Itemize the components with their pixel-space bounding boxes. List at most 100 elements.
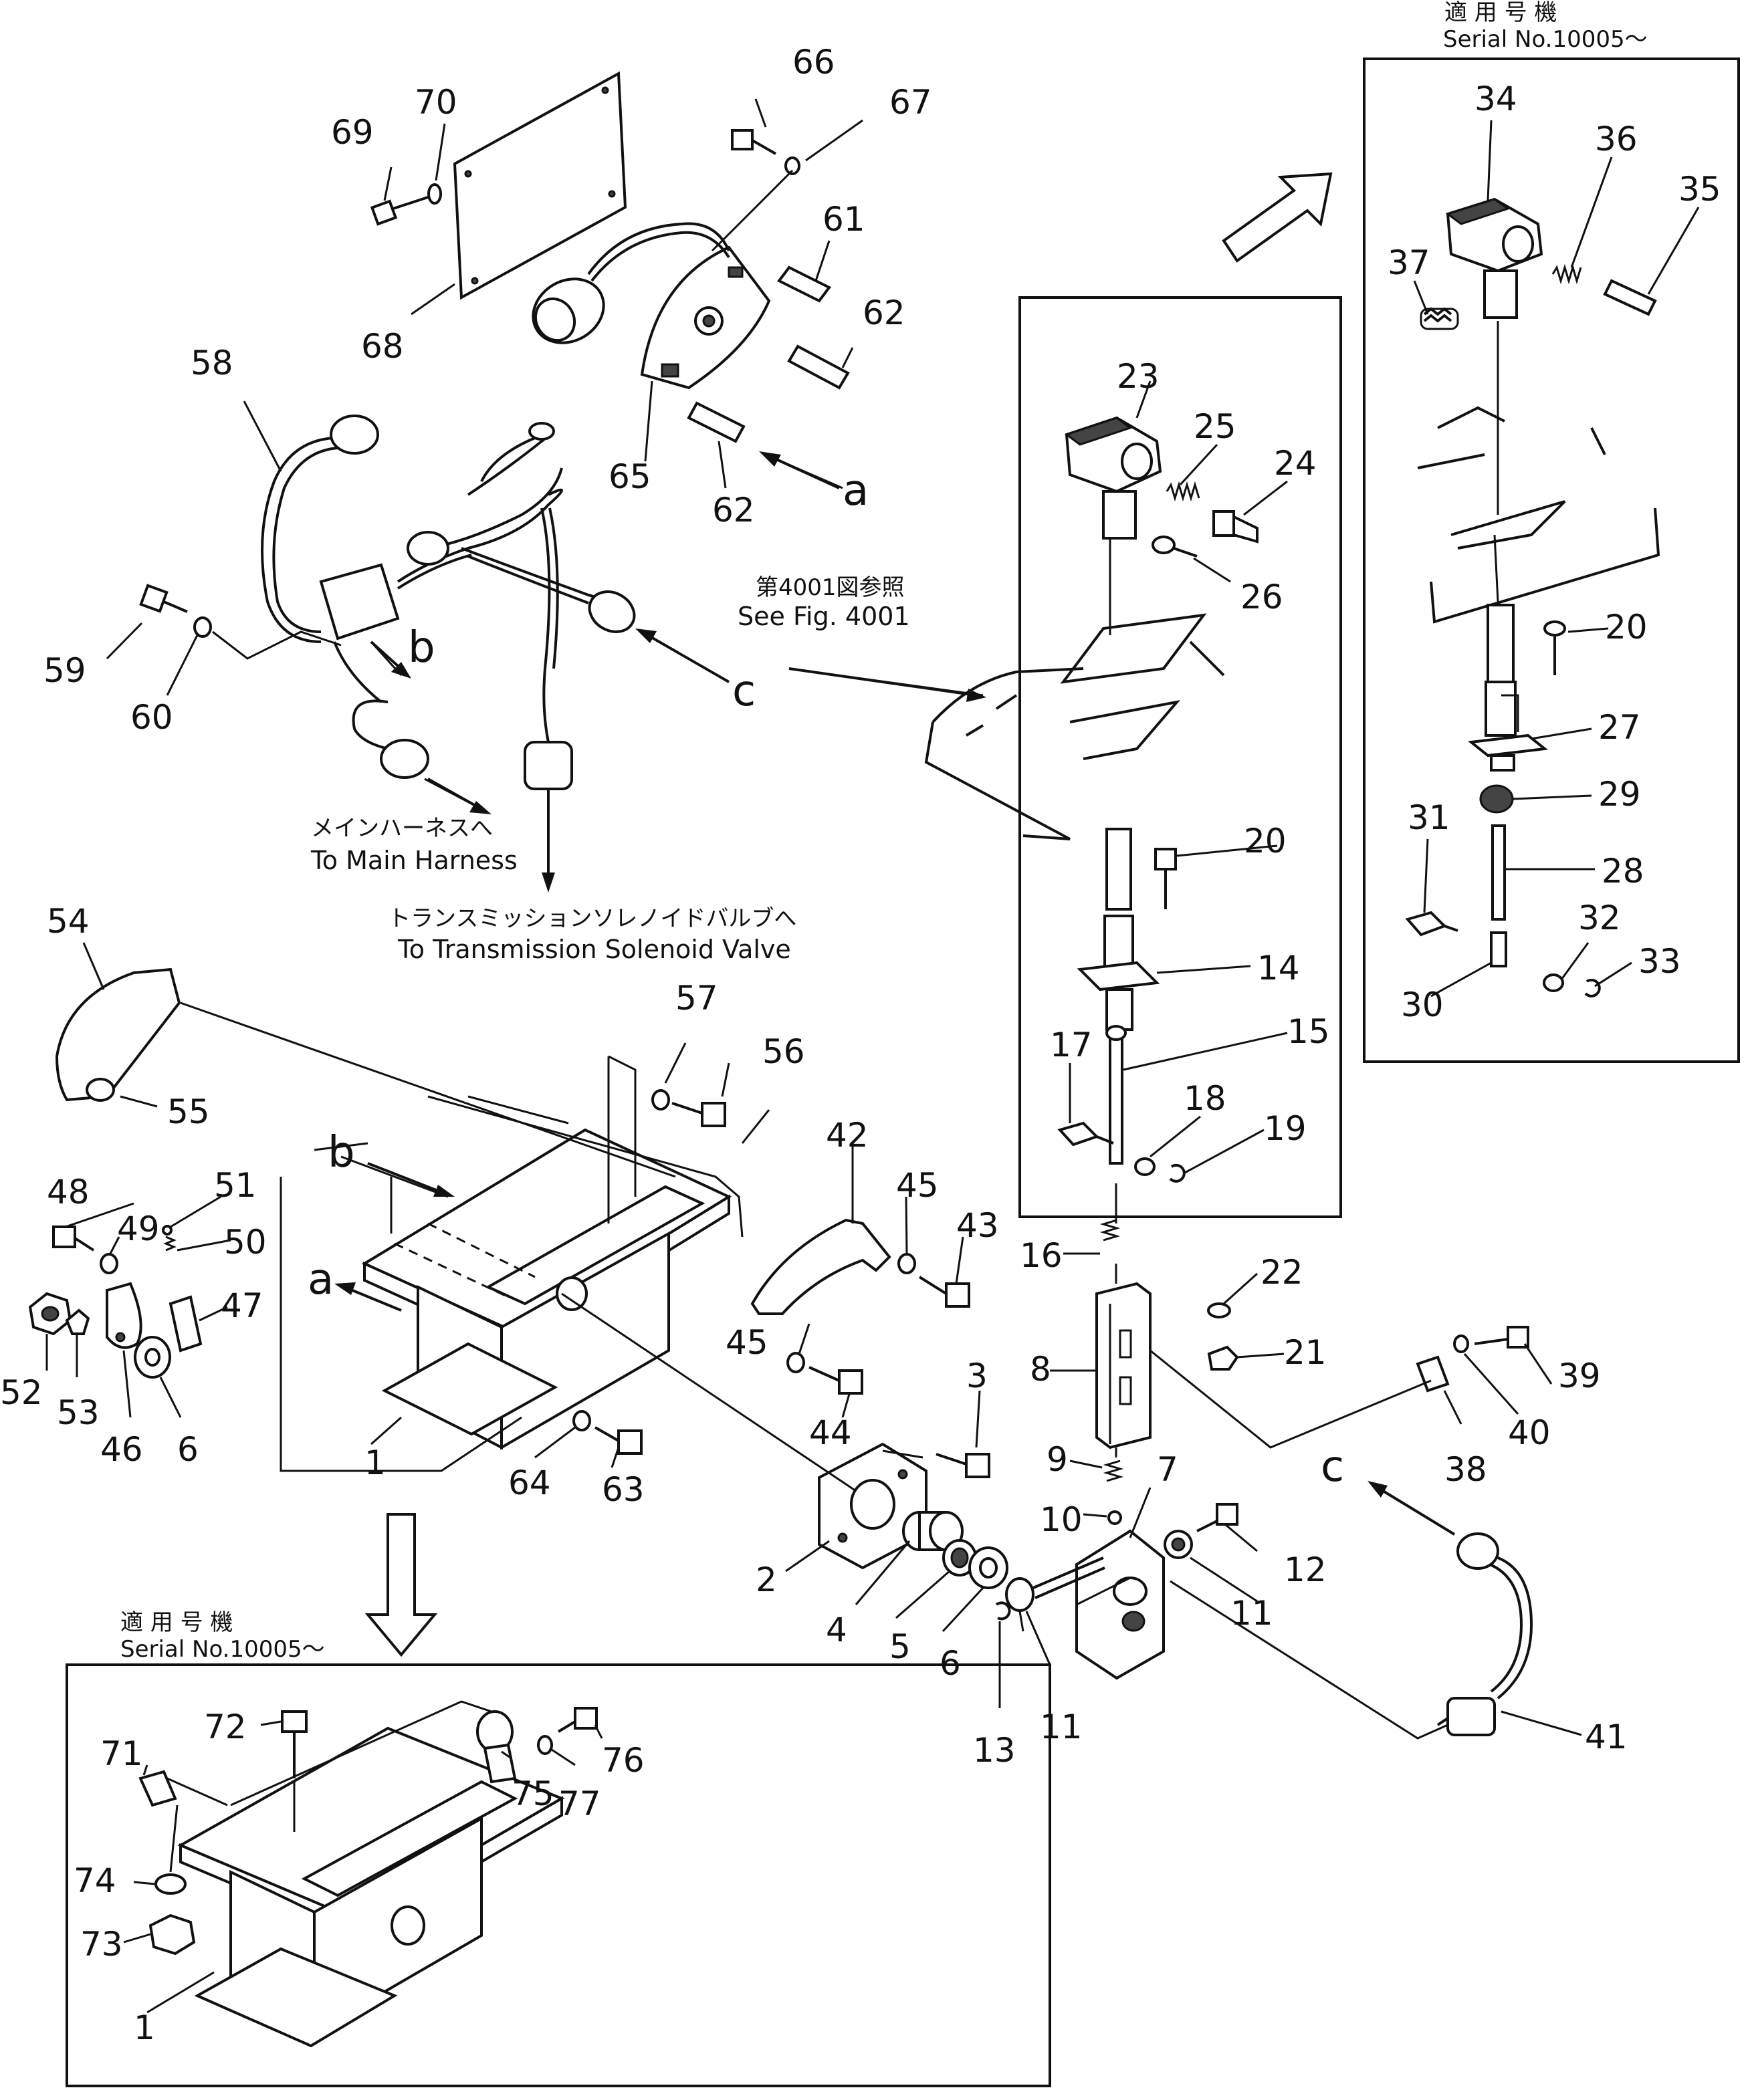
inset-box-middle	[1018, 296, 1342, 1218]
bolt-48	[52, 1226, 95, 1252]
callout-23: 23	[1117, 357, 1160, 396]
clip-17	[1057, 1121, 1114, 1147]
callout-1: 1	[364, 1443, 386, 1482]
callout-13: 13	[973, 1731, 1016, 1770]
bolt-59	[139, 584, 188, 613]
callout-4: 4	[826, 1611, 847, 1649]
callout-16: 16	[1020, 1236, 1063, 1275]
callout-6-right: 6	[940, 1644, 961, 1683]
bolt-63	[594, 1426, 643, 1455]
ball-10	[1107, 1510, 1122, 1525]
callout-43: 43	[956, 1206, 999, 1245]
callout-34: 34	[1474, 80, 1517, 118]
callout-49: 49	[117, 1209, 160, 1248]
snap-ring-19	[1169, 1163, 1186, 1183]
clip-13	[995, 1601, 1011, 1621]
hollow-arrow-down	[364, 1513, 438, 1657]
clamp-75	[476, 1710, 517, 1784]
callout-37: 37	[1388, 243, 1430, 282]
clip-31	[1405, 911, 1458, 937]
callout-20-mid: 20	[1244, 822, 1287, 860]
spring-25	[1166, 481, 1200, 502]
callout-45-lower: 45	[726, 1323, 768, 1362]
arrow-b-box	[367, 1162, 455, 1197]
callout-5: 5	[889, 1627, 911, 1666]
pin-35	[1603, 279, 1657, 316]
callout-77: 77	[558, 1784, 601, 1823]
bolt-72	[281, 1710, 308, 1778]
joint-30	[1490, 931, 1507, 967]
callout-44: 44	[809, 1413, 852, 1452]
rod-28	[1491, 824, 1506, 921]
washer-49	[100, 1253, 118, 1274]
nut-52	[28, 1292, 72, 1336]
callout-71: 71	[100, 1734, 143, 1773]
callout-61: 61	[823, 200, 865, 239]
washer-6-left	[134, 1336, 171, 1379]
arrow-solenoid	[542, 789, 555, 893]
control-box-1-inset	[177, 1726, 565, 2048]
washer-70	[427, 183, 442, 205]
shaft-20-mid	[1103, 828, 1134, 974]
bolt-76	[557, 1707, 598, 1733]
washer-74	[154, 1873, 187, 1895]
callout-24: 24	[1274, 444, 1317, 483]
snap-ring-33	[1584, 978, 1601, 998]
bolt-44	[808, 1366, 863, 1395]
nut-18	[1134, 1157, 1156, 1176]
arrow-b-harness	[370, 640, 411, 679]
callout-38: 38	[1444, 1450, 1487, 1489]
nut-21	[1207, 1345, 1239, 1371]
washer-57	[651, 1089, 670, 1111]
callout-40: 40	[1508, 1413, 1551, 1452]
callout-65: 65	[609, 457, 651, 496]
to-main-harness-jp: メインハーネスへ	[311, 815, 493, 842]
cover-54	[55, 967, 181, 1102]
console-panel-top	[1417, 406, 1660, 624]
callout-2: 2	[756, 1560, 777, 1599]
callout-9: 9	[1047, 1440, 1068, 1479]
screw-26	[1152, 536, 1198, 558]
callout-36: 36	[1595, 120, 1638, 158]
callout-56: 56	[762, 1032, 805, 1071]
arrow-ref-fig	[788, 667, 986, 702]
callout-47: 47	[221, 1286, 263, 1325]
lever-46	[106, 1282, 142, 1349]
spring-36	[1551, 263, 1582, 285]
clip-71	[138, 1770, 177, 1807]
callout-10: 10	[1040, 1500, 1083, 1539]
callout-55: 55	[167, 1092, 210, 1131]
callout-52: 52	[0, 1373, 43, 1412]
callout-35: 35	[1678, 170, 1721, 209]
callout-18: 18	[1184, 1079, 1226, 1118]
callout-1-inset: 1	[134, 2008, 155, 2047]
plate-38	[1416, 1355, 1450, 1393]
bolt-20-mid	[1154, 848, 1177, 909]
nut-32	[1543, 973, 1564, 992]
pin-61	[776, 265, 832, 303]
callout-64: 64	[508, 1464, 551, 1502]
inset-box-bottom	[66, 1663, 1051, 2087]
inset-top-title-en: Serial No.10005～	[1443, 26, 1648, 53]
arrow-a-controller	[759, 451, 840, 489]
spring-16	[1099, 1219, 1121, 1242]
callout-7: 7	[1157, 1450, 1178, 1489]
callout-12: 12	[1284, 1550, 1327, 1589]
rod-15	[1105, 1025, 1127, 1165]
see-figure-jp: 第4001図参照	[756, 574, 905, 601]
bushing-11-upper	[1164, 1530, 1193, 1559]
connector-round-top	[532, 277, 605, 344]
to-main-harness-en: To Main Harness	[310, 846, 518, 875]
callout-76: 76	[602, 1741, 645, 1780]
inset-top-title-jp: 適 用 号 機	[1444, 0, 1557, 26]
link-lever	[1032, 1556, 1105, 1599]
callout-22: 22	[1261, 1253, 1303, 1292]
callout-labels: 1 2 3 4 5 6 6 7 8 9 10 11 11 12 13 14 15…	[0, 43, 1721, 2047]
bracket-14	[1077, 961, 1160, 1031]
callout-58: 58	[191, 344, 233, 382]
bracket-7	[1075, 1529, 1165, 1680]
callout-30: 30	[1401, 985, 1444, 1024]
bracket-27	[1468, 733, 1548, 772]
inset-box-top	[1363, 57, 1740, 1063]
